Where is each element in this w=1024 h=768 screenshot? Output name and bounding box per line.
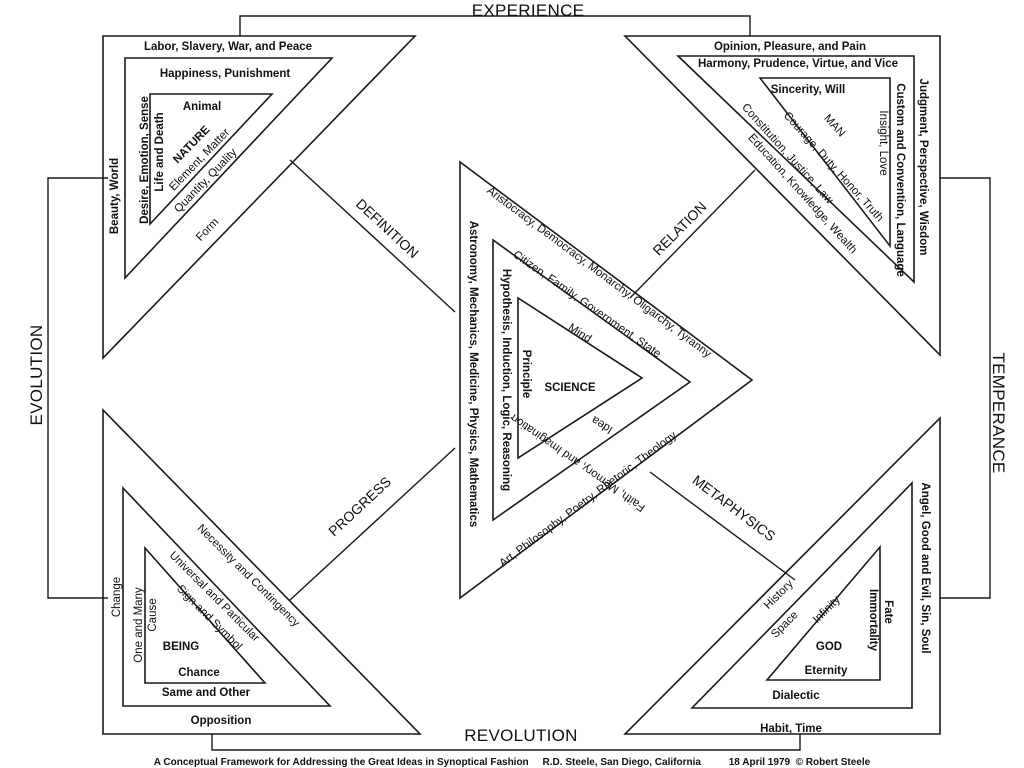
tl-outer-top: Labor, Slavery, War, and Peace: [144, 41, 312, 53]
tr-mid-top: Harmony, Prudence, Virtue, and Vice: [698, 58, 898, 70]
bottom-bracket: [211, 734, 801, 751]
tl-mid-top: Happiness, Punishment: [160, 68, 291, 80]
left-bracket: [47, 177, 108, 599]
br-outer-right: Angel, Good and Evil, Sin, Soul: [919, 482, 931, 653]
br-center-god: GOD: [816, 641, 842, 653]
center-inner-upper: Mind: [566, 322, 593, 346]
br-inner-bottom: Eternity: [805, 665, 848, 677]
tr-outer-top: Opinion, Pleasure, and Pain: [714, 41, 866, 53]
tl-middle-triangle: [124, 57, 334, 281]
tr-hyp-3: Education, Knowledge, Wealth: [745, 132, 859, 256]
tr-inner-right: Insight, Love: [877, 110, 889, 175]
bl-left-outer: Change: [111, 577, 123, 617]
label-evolution: EVOLUTION: [27, 325, 46, 426]
center-inner-triangle: [517, 296, 644, 460]
label-temperance: TEMPERANCE: [989, 352, 1008, 473]
br-hyp-inner: Infinity: [811, 594, 843, 626]
bl-center-being: BEING: [163, 641, 199, 653]
center-outer-triangle: [459, 160, 754, 600]
progress-connector: [289, 447, 456, 601]
br-inner-right-fate: Fate: [882, 600, 894, 624]
label-progress: PROGRESS: [325, 473, 394, 539]
label-relation: RELATION: [649, 198, 709, 258]
top-bracket: [239, 15, 751, 36]
center-inner-left: Principle: [520, 350, 532, 399]
tr-mid-right: Custom and Convention, Language: [894, 83, 906, 277]
label-revolution: REVOLUTION: [464, 726, 578, 745]
bl-inner-bottom: Chance: [178, 667, 220, 679]
tr-outer-right: Judgment, Perspective, Wisdom: [917, 79, 929, 256]
bl-left-mid: One and Many: [133, 587, 145, 663]
tl-mid-left: Desire, Emotion, Sense: [139, 96, 151, 224]
bl-left-inner: Cause: [147, 598, 159, 631]
br-outer-bottom: Habit, Time: [760, 723, 822, 735]
bl-outer-triangle: [102, 408, 422, 735]
tl-inner-triangle: [149, 93, 274, 227]
tr-inner-top: Sincerity, Will: [771, 84, 845, 96]
br-inner-triangle: [765, 544, 881, 681]
center-core-science: SCIENCE: [544, 382, 595, 394]
center-mid-left: Hypothesis, Induction, Logic, Reasoning: [500, 269, 512, 491]
footer-caption: A Conceptual Framework for Addressing th…: [154, 757, 871, 768]
label-experience: EXPERIENCE: [472, 1, 585, 20]
center-outer-left: Astronomy, Mechanics, Medicine, Physics,…: [467, 221, 479, 528]
br-outer-triangle: [623, 416, 941, 735]
bl-middle-triangle: [122, 485, 332, 707]
metaphysics-connector: [649, 471, 796, 581]
definition-connector: [289, 159, 456, 313]
tr-outer-triangle: [623, 35, 941, 357]
bl-outer-bottom: Opposition: [191, 715, 252, 727]
tl-outer-triangle: [102, 35, 417, 360]
br-mid-bottom: Dialectic: [772, 690, 820, 702]
br-middle-triangle: [690, 481, 913, 709]
center-inner-lower: Idea: [589, 413, 615, 436]
br-inner-right-immortality: Immortality: [867, 589, 879, 652]
bl-mid-bottom: Same and Other: [162, 687, 251, 699]
tr-middle-triangle: [676, 55, 915, 284]
tr-center-man: MAN: [821, 112, 847, 139]
tl-inner-left: Life and Death: [154, 112, 166, 191]
relation-connector: [629, 169, 756, 299]
tl-inner-top: Animal: [183, 101, 221, 113]
center-middle-triangle: [492, 238, 692, 522]
tl-outer-left: Beauty, World: [109, 158, 121, 234]
bl-inner-triangle: [144, 545, 267, 684]
right-bracket: [940, 177, 991, 599]
center-outer-lower: Art, Philosophy, Poetry, Rhetoric, Theol…: [497, 429, 679, 569]
tr-inner-triangle: [758, 77, 891, 249]
label-metaphysics: METAPHYSICS: [690, 472, 779, 545]
